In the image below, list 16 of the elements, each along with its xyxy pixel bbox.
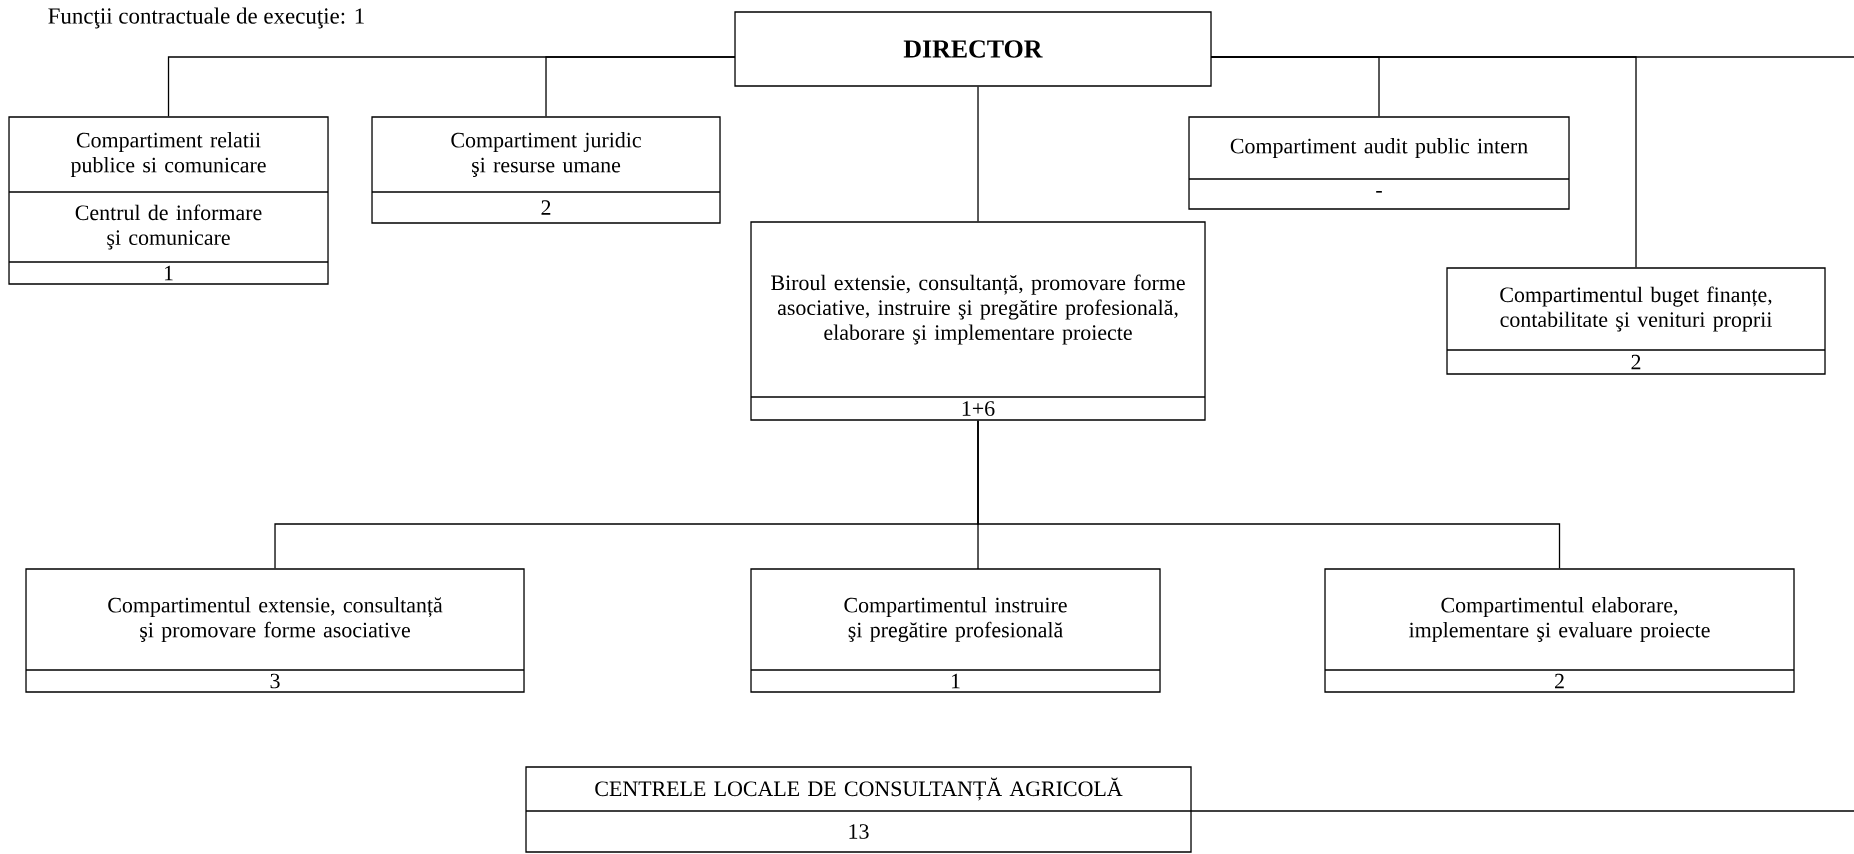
connector-line xyxy=(545,56,736,117)
note-text: Funcţii contractuale de execuţie: 1 xyxy=(48,7,364,29)
department-box: Compartiment audit public intern - xyxy=(1188,116,1570,210)
department-box: Compartimentul extensie, consultanță şi promovare forme asociative 3 xyxy=(25,568,525,693)
department-box: CENTRELE LOCALE DE CONSULTANȚĂ AGRICOLĂ 13 xyxy=(525,766,1192,853)
department-box: Compartimentul buget finanțe, contabilitate şi venituri proprii 2 xyxy=(1446,267,1826,375)
department-box: Biroul extensie, consultanță, promovare forme asociative, instruire şi pregătire profesională, elaborare şi implementare proiecte 1+6 xyxy=(750,221,1206,421)
department-box: Compartiment relatii publice si comunicare Centrul de informare şi comunicare 1 xyxy=(8,116,329,285)
connector-line xyxy=(977,86,979,222)
department-box: DIRECTOR xyxy=(734,11,1212,87)
connector-line xyxy=(977,420,1561,569)
department-box: Compartimentul elaborare, implementare şi evaluare proiecte 2 xyxy=(1324,568,1795,693)
connector-line xyxy=(1190,810,1854,812)
department-box: Compartimentul instruire şi pregătire profesională 1 xyxy=(750,568,1161,693)
connector-line xyxy=(1210,56,1854,58)
department-box: Compartiment juridic şi resurse umane 2 xyxy=(371,116,721,224)
